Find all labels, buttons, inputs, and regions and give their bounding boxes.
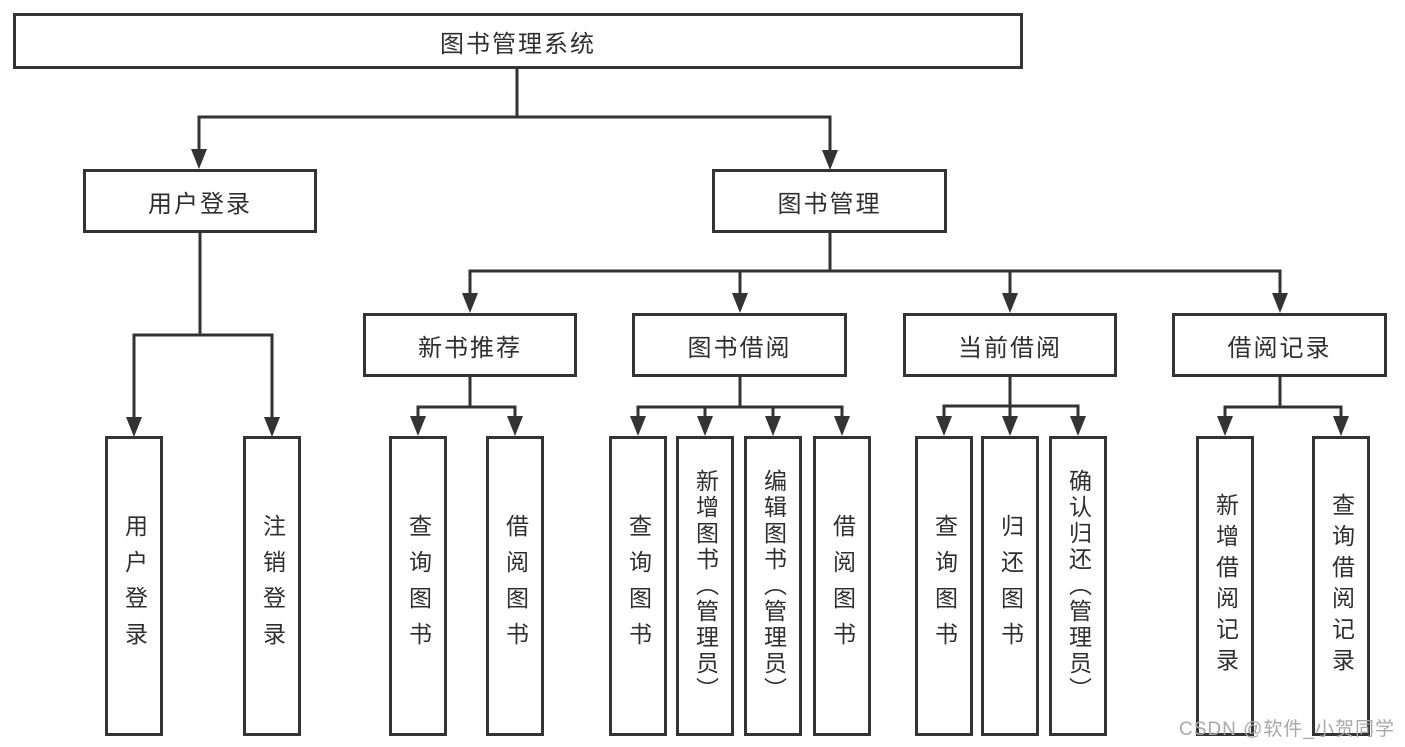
node-current-borrowing: 当前借阅 [903, 313, 1117, 377]
node-label: 图书借阅 [687, 334, 792, 362]
node-label: 图书管理系统 [440, 30, 596, 58]
leaf-query-books-3: 查询图书 [915, 436, 973, 736]
node-borrowing-records: 借阅记录 [1172, 313, 1387, 377]
leaf-query-borrow-record: 查询借阅记录 [1312, 436, 1370, 736]
node-label: 借阅记录 [1227, 334, 1332, 362]
node-label: 编辑图书（管理员） [760, 469, 787, 703]
csdn-watermark: CSDN @软件_小贺同学 [1179, 719, 1395, 740]
node-label: 用户登录 [121, 514, 148, 658]
node-label: 查询借阅记录 [1328, 493, 1355, 679]
node-label: 查询图书 [931, 514, 958, 658]
node-user-login: 用户登录 [83, 169, 317, 233]
leaf-confirm-return-admin: 确认归还（管理员） [1049, 436, 1107, 736]
leaf-query-books-2: 查询图书 [609, 436, 667, 736]
node-label: 借阅图书 [502, 514, 529, 658]
node-new-book-recommendation: 新书推荐 [363, 313, 577, 377]
node-label: 用户登录 [148, 190, 252, 218]
node-label: 查询图书 [625, 514, 652, 658]
leaf-borrow-books-2: 借阅图书 [813, 436, 871, 736]
node-label: 确认归还（管理员） [1065, 469, 1092, 703]
node-label: 归还图书 [997, 514, 1024, 658]
node-label: 当前借阅 [958, 334, 1062, 362]
node-label: 查询图书 [405, 514, 432, 658]
node-label: 新书推荐 [418, 334, 522, 362]
node-book-borrowing: 图书借阅 [632, 313, 847, 377]
node-book-management: 图书管理 [712, 169, 947, 233]
leaf-user-login: 用户登录 [105, 436, 163, 736]
node-label: 借阅图书 [829, 514, 856, 658]
leaf-edit-books-admin: 编辑图书（管理员） [744, 436, 802, 736]
node-label: 注销登录 [259, 514, 286, 658]
node-library-management-system: 图书管理系统 [13, 13, 1023, 69]
leaf-return-books: 归还图书 [981, 436, 1039, 736]
leaf-query-books-1: 查询图书 [389, 436, 447, 736]
leaf-borrow-books-1: 借阅图书 [486, 436, 544, 736]
leaf-add-borrow-record: 新增借阅记录 [1196, 436, 1254, 736]
leaf-logout: 注销登录 [243, 436, 301, 736]
node-label: 新增借阅记录 [1212, 493, 1239, 679]
leaf-add-books-admin: 新增图书（管理员） [676, 436, 734, 736]
node-label: 新增图书（管理员） [692, 469, 719, 703]
node-label: 图书管理 [777, 190, 882, 218]
